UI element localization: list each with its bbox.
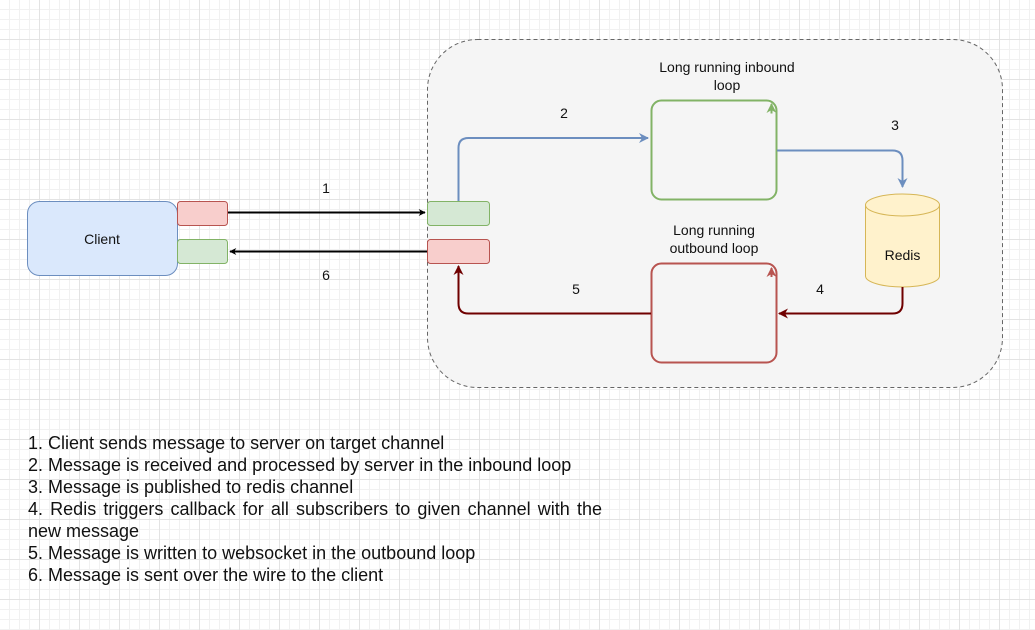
inbound-loop-label: Long running inbound loop [659,59,795,93]
edge-2-arrow [457,133,649,201]
step-1-text: 1. Client sends message to server on tar… [28,433,445,453]
edge-6-label: 6 [322,267,330,283]
client-node [27,201,178,276]
outbound-loop-label: Long running outbound loop [669,222,759,256]
server-inbound-port [427,201,490,226]
outbound-loop-node [650,262,778,364]
server-outbound-port [427,239,490,264]
edge-1-label: 1 [322,180,330,196]
client-label: Client [84,231,120,247]
step-descriptions: 1. Client sends message to server on tar… [28,432,602,586]
step-2-text: 2. Message is received and processed by … [28,455,572,475]
step-3-text: 3. Message is published to redis channel [28,477,354,497]
step-5-text: 5. Message is written to websocket in th… [28,543,476,563]
edge-5-label: 5 [572,281,580,297]
inbound-loop-node [650,99,778,201]
client-outbound-port [177,201,228,226]
edge-4-label: 4 [816,281,824,297]
edge-5-arrow [453,265,651,315]
edge-2-label: 2 [560,105,568,121]
client-inbound-port [177,239,228,264]
edge-4-arrow [778,287,904,319]
step-4-text: 4. Redis triggers callback for all subsc… [28,499,602,541]
edge-3-arrow [777,149,908,188]
edge-3-label: 3 [891,117,899,133]
redis-label: Redis [884,247,921,263]
step-6-text: 6. Message is sent over the wire to the … [28,565,384,585]
redis-node [865,193,940,288]
